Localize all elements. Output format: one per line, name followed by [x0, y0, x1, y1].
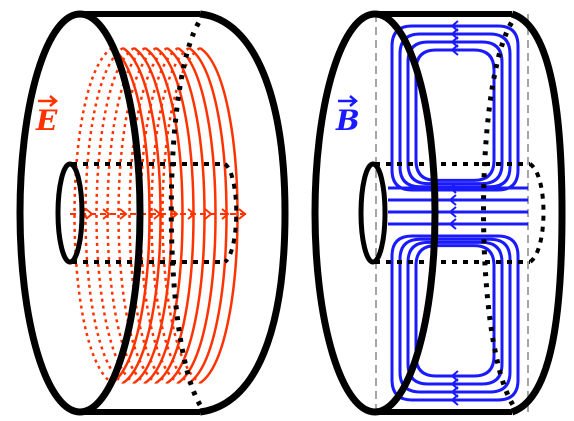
electric-field-label: E	[35, 104, 58, 137]
hole-front-edge	[361, 164, 385, 262]
left-panel: E	[20, 14, 285, 412]
right-panel: B	[315, 14, 562, 412]
electric-axis-arrow-marker	[86, 209, 92, 219]
magnetic-field-label: B	[335, 104, 360, 137]
magnetic-field-loops	[388, 21, 528, 405]
hole-back-hidden-edge	[530, 164, 544, 262]
